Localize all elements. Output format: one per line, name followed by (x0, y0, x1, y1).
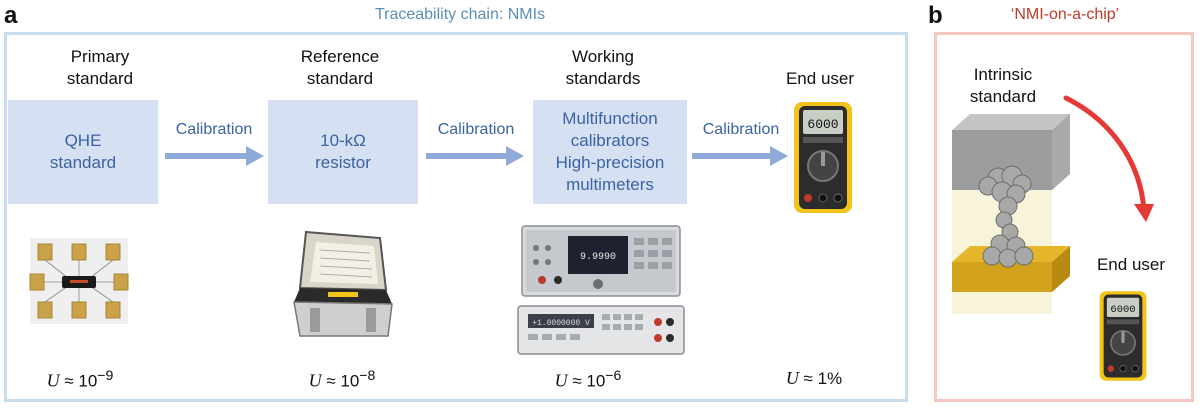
calibration-label-3: Calibration (702, 121, 780, 138)
stage-working-header: Working standards (565, 47, 641, 88)
panel-b-letter: b (928, 2, 943, 29)
stage-reference-header: Reference standard (300, 47, 380, 88)
working-standards-box: Multifunction calibrators High-precision… (533, 100, 687, 204)
precision-multimeter-illustration: +1.0000000 V (517, 305, 685, 355)
handheld-multimeter-b-illustration: 6000 (1099, 291, 1147, 381)
panel-a-letter: a (4, 2, 18, 29)
panel-a-frame (4, 32, 908, 402)
handheld-multimeter-illustration: 6000 (794, 102, 852, 213)
uncertainty-primary: U ≈ 10−9 (46, 368, 114, 391)
calibration-arrow-2 (426, 146, 524, 166)
resistor-case-illustration (293, 230, 393, 337)
qhe-chip-illustration (29, 238, 129, 324)
multifunction-calibrator-illustration: 9.9990 (521, 225, 681, 297)
panel-b-title: ‘NMI-on-a-chip’ (1010, 6, 1120, 23)
stage-enduser-header: End user (785, 69, 855, 88)
uncertainty-working: U ≈ 10−6 (554, 368, 622, 391)
calibration-arrow-1 (165, 146, 264, 166)
resistor-box: 10-kΩ resistor (268, 100, 418, 204)
uncertainty-enduser: U ≈ 1% (785, 368, 843, 388)
calibration-arrow-3 (692, 146, 788, 166)
intrinsic-standard-label: Intrinsic standard (969, 65, 1037, 106)
precision-meter-display-text: +1.0000000 V (532, 319, 590, 328)
end-user-label-b: End user (1096, 255, 1166, 274)
panel-b-frame (934, 32, 1194, 402)
panel-a-title: Traceability chain: NMIs (374, 6, 546, 23)
uncertainty-reference: U ≈ 10−8 (308, 368, 376, 391)
calibration-label-2: Calibration (437, 121, 515, 138)
calibration-label-1: Calibration (175, 121, 253, 138)
qhe-standard-box: QHE standard (8, 100, 158, 204)
multimeter-b-display-text: 6000 (1110, 304, 1135, 316)
stage-primary-header: Primary standard (66, 47, 134, 88)
multimeter-display-text: 6000 (807, 117, 838, 132)
calibrator-display-text: 9.9990 (580, 252, 616, 263)
red-arrow (1063, 95, 1147, 213)
atomic-contact-illustration (952, 95, 1154, 314)
